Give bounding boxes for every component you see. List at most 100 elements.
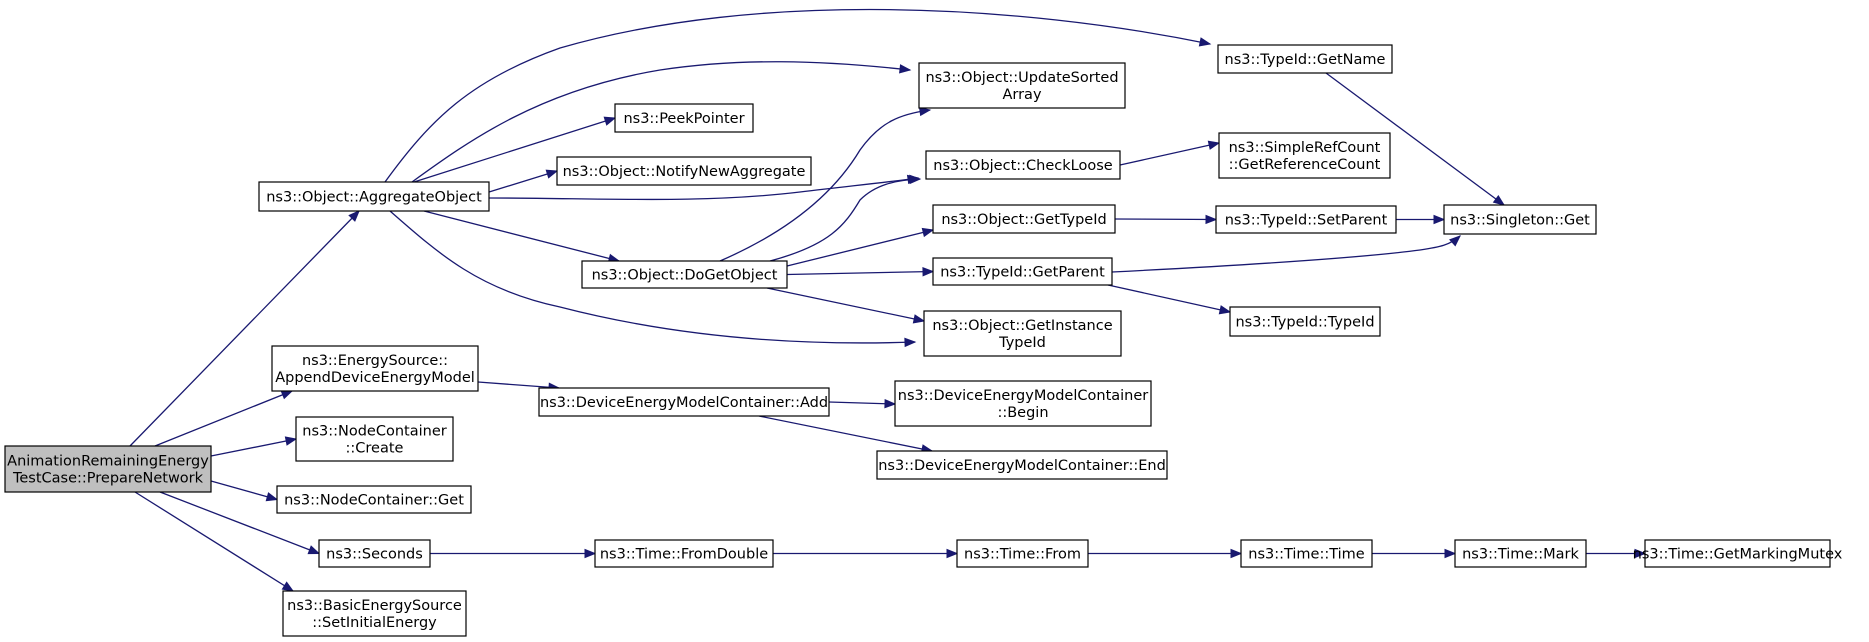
- node-root[interactable]: AnimationRemainingEnergyTestCase::Prepar…: [4, 445, 212, 493]
- node-seconds[interactable]: ns3::Seconds: [318, 539, 431, 568]
- node-label-line: ns3::Object::NotifyNewAggregate: [563, 164, 806, 180]
- edge-root-to-ncCreate: [210, 436, 298, 457]
- node-label-line: ns3::Seconds: [326, 547, 423, 563]
- node-box: [925, 150, 1121, 180]
- node-label-line: ns3::TypeId::GetParent: [940, 265, 1105, 281]
- edge-getName-to-singleton: [1325, 72, 1506, 206]
- node-label-line: ns3::DeviceEnergyModelContainer: [898, 388, 1149, 404]
- node-label-line: ::SetInitialEnergy: [312, 615, 437, 631]
- edge-aggregate-to-peek: [413, 116, 617, 183]
- node-srcGetRef[interactable]: ns3::SimpleRefCount::GetReferenceCount: [1218, 132, 1391, 179]
- node-getMutex[interactable]: ns3::Time::GetMarkingMutex: [1633, 539, 1843, 568]
- node-label-line: ::GetReferenceCount: [1229, 157, 1381, 173]
- edge-getParent-to-singleton: [1111, 235, 1462, 273]
- node-box: [1218, 132, 1391, 179]
- node-timeFrom[interactable]: ns3::Time::From: [956, 539, 1089, 568]
- edge-doGet-to-getParent: [786, 266, 935, 277]
- node-box: [1240, 539, 1373, 568]
- node-label-line: ::Begin: [997, 405, 1048, 421]
- node-checkLoose[interactable]: ns3::Object::CheckLoose: [925, 150, 1121, 180]
- node-box: [932, 204, 1116, 234]
- node-label-line: TypeId: [998, 335, 1046, 351]
- edge-root-to-aggregate: [129, 210, 360, 447]
- node-label-line: ns3::Object::GetInstance: [932, 318, 1112, 334]
- edge-root-to-ncGet: [210, 480, 279, 502]
- edge-timeFrom-to-timeTime: [1088, 548, 1243, 559]
- node-label-line: ns3::NodeContainer: [302, 424, 446, 440]
- call-edges: [129, 8, 1647, 592]
- node-box: [1229, 306, 1381, 337]
- node-label-line: ::Create: [346, 441, 404, 457]
- edge-aggregate-to-notify: [488, 169, 559, 193]
- node-box: [581, 260, 788, 289]
- edge-root-to-seconds: [159, 491, 321, 555]
- node-box: [932, 257, 1113, 286]
- node-label-line: ns3::SimpleRefCount: [1229, 140, 1381, 156]
- node-box: [258, 181, 490, 212]
- node-box: [318, 539, 431, 568]
- node-setInit[interactable]: ns3::BasicEnergySource::SetInitialEnergy: [282, 590, 467, 637]
- node-box: [538, 387, 830, 417]
- node-label-line: ns3::NodeContainer::Get: [284, 493, 464, 509]
- node-box: [4, 445, 212, 493]
- node-peek[interactable]: ns3::PeekPointer: [614, 103, 754, 133]
- node-label-line: ns3::TypeId::SetParent: [1225, 213, 1388, 229]
- edge-getParent-to-typeIdCtor: [1107, 284, 1232, 315]
- node-getParent[interactable]: ns3::TypeId::GetParent: [932, 257, 1113, 286]
- node-label-line: ns3::BasicEnergySource: [287, 598, 462, 614]
- node-label-line: ns3::DeviceEnergyModelContainer::End: [878, 458, 1166, 474]
- node-label-line: Array: [1002, 87, 1041, 103]
- edge-doGet-to-getInst: [766, 287, 926, 324]
- edge-seconds-to-fromDouble: [430, 548, 597, 559]
- edge-root-to-appendDev: [154, 390, 294, 447]
- node-label-line: ns3::EnergySource::: [302, 353, 448, 369]
- node-aggregate[interactable]: ns3::Object::AggregateObject: [258, 181, 490, 212]
- call-nodes: AnimationRemainingEnergyTestCase::Prepar…: [4, 44, 1843, 637]
- node-box: [295, 416, 454, 462]
- node-getTypeId[interactable]: ns3::Object::GetTypeId: [932, 204, 1116, 234]
- node-label-line: ns3::DeviceEnergyModelContainer::Add: [540, 395, 828, 411]
- node-box: [282, 590, 467, 637]
- node-box: [923, 310, 1122, 357]
- node-box: [271, 345, 479, 392]
- edge-aggregate-to-getInst: [389, 210, 917, 348]
- node-demcBegin[interactable]: ns3::DeviceEnergyModelContainer::Begin: [894, 380, 1152, 427]
- node-fromDouble[interactable]: ns3::Time::FromDouble: [594, 539, 774, 568]
- node-doGet[interactable]: ns3::Object::DoGetObject: [581, 260, 788, 289]
- edge-timeMark-to-getMutex: [1586, 548, 1647, 559]
- node-label-line: AppendDeviceEnergyModel: [275, 370, 475, 386]
- node-timeTime[interactable]: ns3::Time::Time: [1240, 539, 1373, 568]
- node-label-line: ns3::Time::Time: [1248, 547, 1365, 563]
- node-singleton[interactable]: ns3::Singleton::Get: [1443, 204, 1597, 235]
- node-box: [1215, 205, 1397, 234]
- edge-demcAdd-to-demcBegin: [828, 398, 897, 409]
- node-box: [918, 62, 1126, 109]
- node-box: [594, 539, 774, 568]
- node-demcAdd[interactable]: ns3::DeviceEnergyModelContainer::Add: [538, 387, 830, 417]
- node-notify[interactable]: ns3::Object::NotifyNewAggregate: [556, 156, 812, 186]
- node-box: [614, 103, 754, 133]
- edge-doGet-to-checkLoose: [769, 174, 922, 262]
- node-getName[interactable]: ns3::TypeId::GetName: [1217, 44, 1393, 74]
- node-timeMark[interactable]: ns3::Time::Mark: [1454, 539, 1587, 568]
- edge-setParent-to-singleton: [1396, 214, 1446, 225]
- node-label-line: ns3::Object::DoGetObject: [592, 268, 778, 284]
- node-setParent[interactable]: ns3::TypeId::SetParent: [1215, 205, 1397, 234]
- edge-aggregate-to-updSorted: [411, 61, 912, 183]
- node-box: [276, 485, 472, 514]
- node-ncCreate[interactable]: ns3::NodeContainer::Create: [295, 416, 454, 462]
- node-appendDev[interactable]: ns3::EnergySource::AppendDeviceEnergyMod…: [271, 345, 479, 392]
- edge-fromDouble-to-timeFrom: [773, 548, 959, 559]
- node-label-line: ns3::Object::AggregateObject: [266, 190, 482, 206]
- edge-doGet-to-getTypeId: [786, 227, 935, 267]
- node-label-line: ns3::TypeId::TypeId: [1235, 315, 1374, 331]
- node-demcEnd[interactable]: ns3::DeviceEnergyModelContainer::End: [876, 450, 1168, 480]
- node-label-line: ns3::Object::CheckLoose: [933, 158, 1112, 174]
- node-box: [1217, 44, 1393, 74]
- node-typeIdCtor[interactable]: ns3::TypeId::TypeId: [1229, 306, 1381, 337]
- node-label-line: ns3::Object::GetTypeId: [941, 212, 1106, 228]
- node-ncGet[interactable]: ns3::NodeContainer::Get: [276, 485, 472, 514]
